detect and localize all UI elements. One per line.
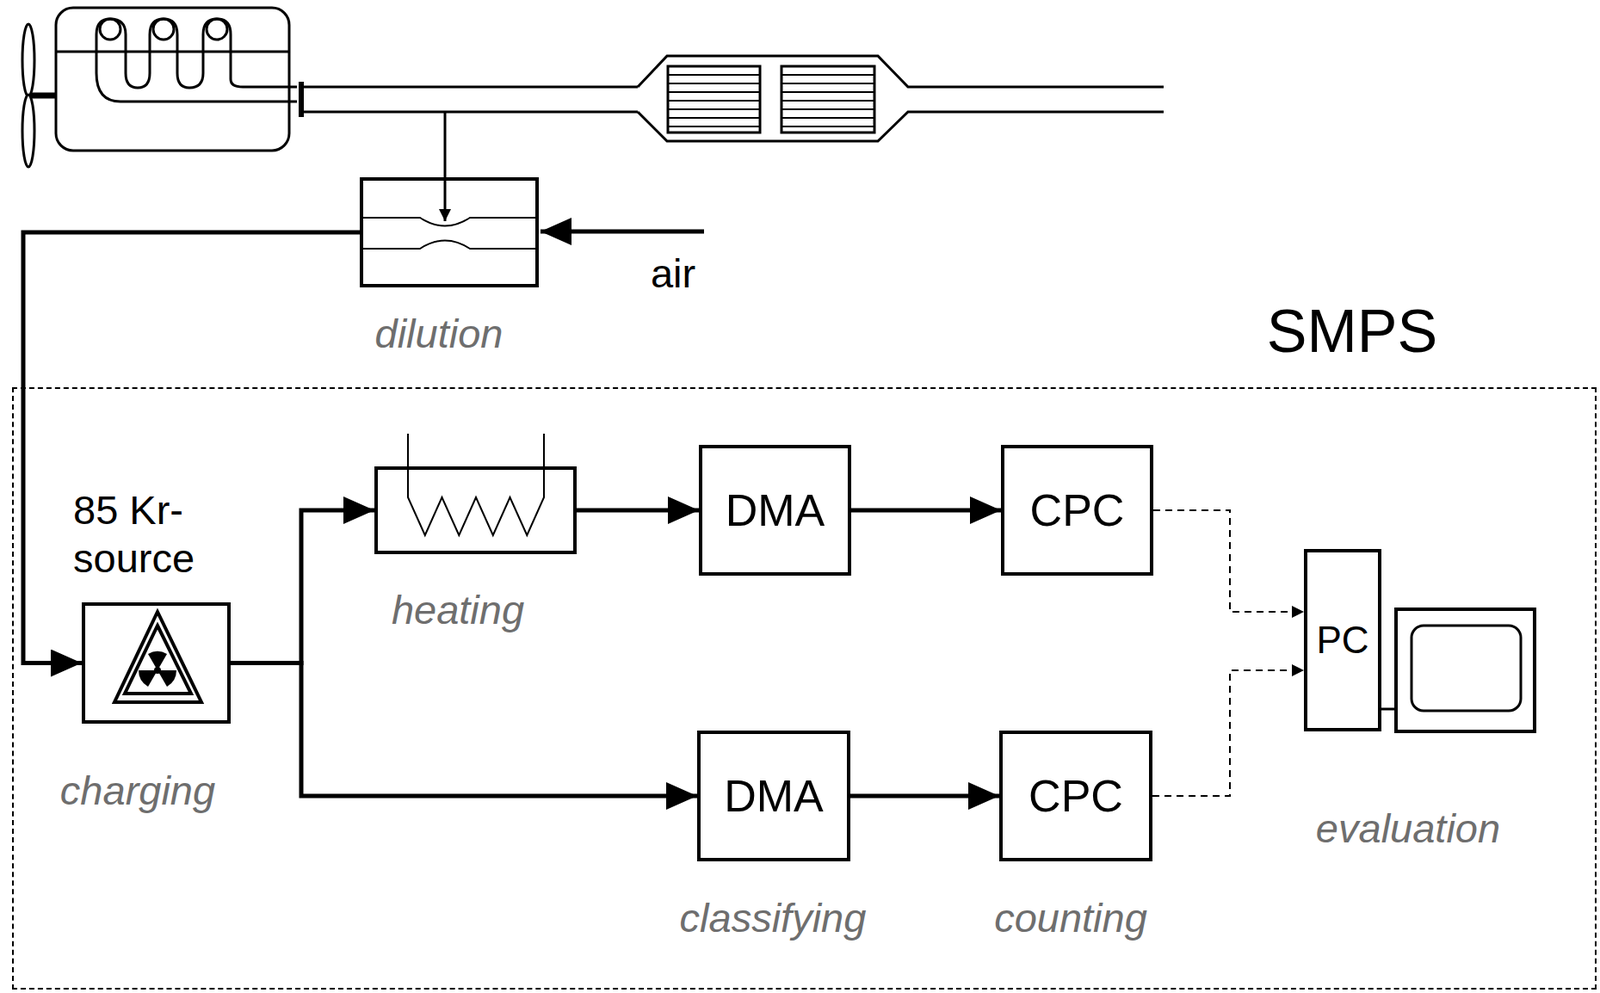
dma-box: DMA xyxy=(698,444,852,576)
stage-caption: evaluation xyxy=(1315,804,1501,853)
box-label: PC xyxy=(1315,617,1369,664)
dma-box: DMAclassifying xyxy=(697,730,851,862)
flow-arrow xyxy=(851,508,1001,513)
signal-line xyxy=(1152,670,1304,797)
radiation-symbol xyxy=(114,611,202,703)
inlet-label: air xyxy=(650,249,696,298)
box-label: CPC xyxy=(1030,483,1125,538)
cpc-box: CPC xyxy=(1000,444,1154,576)
flow-arrow xyxy=(230,510,375,664)
monitor xyxy=(1381,609,1535,732)
stage-caption: counting xyxy=(994,894,1148,943)
flow-arrow xyxy=(576,508,699,513)
smps-region: SMPS85 Kr- sourcechargingheatingDMACPCDM… xyxy=(12,387,1597,990)
signal-line xyxy=(1153,510,1304,612)
flow-arrow xyxy=(23,232,360,664)
catalyst-channels xyxy=(667,74,875,127)
box-label: DMA xyxy=(725,483,826,538)
box-label: DMA xyxy=(723,769,824,823)
fan xyxy=(22,24,56,167)
sampling-probe xyxy=(444,111,446,222)
stage-caption: charging xyxy=(60,766,216,816)
stage-caption: heating xyxy=(391,586,525,635)
exhaust-pipe xyxy=(301,55,1164,142)
region-title: SMPS xyxy=(1266,295,1438,368)
venturi xyxy=(359,217,539,249)
flow-arrow xyxy=(230,663,698,797)
stage-caption: dilution xyxy=(375,309,504,359)
dilution-box: dilution xyxy=(359,177,539,288)
pc-box: PC xyxy=(1303,549,1382,732)
box-label: CPC xyxy=(1028,769,1124,823)
heating-coil xyxy=(407,433,544,536)
heater-box: heating xyxy=(374,466,577,555)
air-inlet xyxy=(540,231,705,233)
cpc-box: CPCcounting xyxy=(999,730,1153,862)
charger-box: 85 Kr- sourcecharging xyxy=(81,602,231,724)
source-label: 85 Kr- source xyxy=(73,486,224,584)
stage-caption: classifying xyxy=(679,894,867,943)
flow-arrow xyxy=(850,794,1000,799)
engine xyxy=(55,7,297,151)
